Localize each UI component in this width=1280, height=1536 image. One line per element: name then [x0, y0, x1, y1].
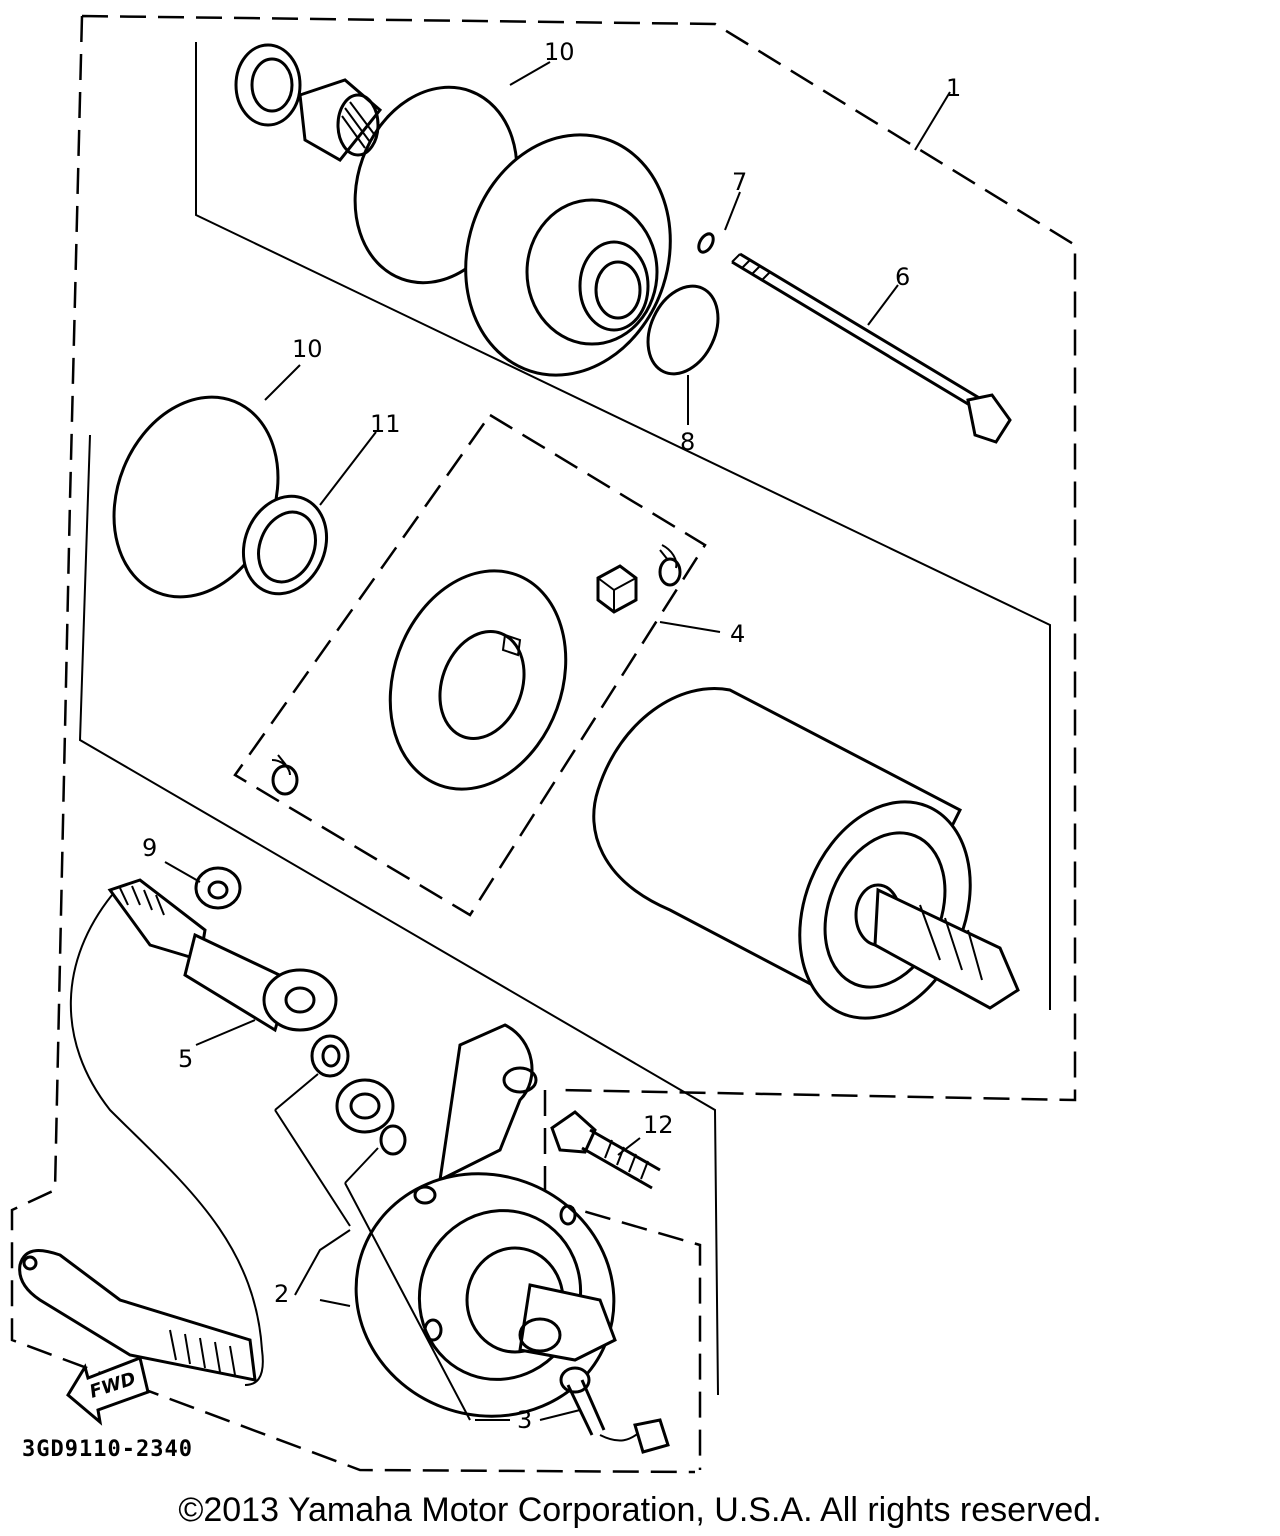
terminal-bolt-part: [559, 1366, 670, 1454]
oil-seal-part: [234, 43, 302, 127]
callout-2: 2: [274, 1280, 289, 1308]
front-cover-part: [464, 133, 672, 377]
bearing-part: [298, 78, 383, 162]
washer-part: [241, 494, 329, 596]
small-o-ring-part: [697, 232, 715, 254]
callout-12: 12: [643, 1111, 674, 1139]
middle-group-outline: [78, 434, 719, 1396]
callout-5: 5: [178, 1045, 193, 1073]
through-bolt-part: [731, 252, 1012, 444]
brush-part: [596, 564, 638, 614]
callout-11: 11: [370, 410, 401, 438]
nut-part: [194, 866, 242, 910]
callout-9: 9: [142, 834, 157, 862]
callout-10-top: 10: [544, 38, 575, 66]
brush-plate-part: [388, 569, 568, 791]
callout-7: 7: [732, 168, 747, 196]
washer-stack-part: [310, 1034, 407, 1156]
diagram-code: 3GD9110-2340: [22, 1437, 193, 1462]
callout-6: 6: [895, 263, 910, 291]
exploded-parts-diagram: FWD 1 2 3 4 5 6 7 8 9 10 10 11 12 3GD911…: [10, 14, 1077, 1474]
callout-1: 1: [946, 74, 961, 102]
brush-spring-part: [271, 544, 682, 796]
callout-3: 3: [517, 1406, 532, 1434]
callout-10-middle: 10: [292, 335, 323, 363]
brush-holder-dashed-box: [233, 413, 707, 917]
copyright-notice: ©2013 Yamaha Motor Corporation, U.S.A. A…: [178, 1491, 1102, 1529]
callout-8: 8: [680, 428, 695, 456]
bolt-part: [550, 1110, 661, 1190]
callout-4: 4: [730, 620, 745, 648]
fwd-arrow-icon: FWD: [66, 1355, 150, 1426]
starter-cable-part: [18, 878, 338, 1386]
o-ring-part: [646, 284, 720, 376]
assembly-boundary-dashed: [10, 14, 1077, 1474]
leader-lines: [164, 61, 951, 1421]
bolt-group-dashed-box: [543, 1090, 702, 1470]
rear-cover-part: [354, 1023, 617, 1418]
top-group-outline: [195, 42, 1051, 1010]
yoke-armature-part: [592, 687, 1020, 1020]
